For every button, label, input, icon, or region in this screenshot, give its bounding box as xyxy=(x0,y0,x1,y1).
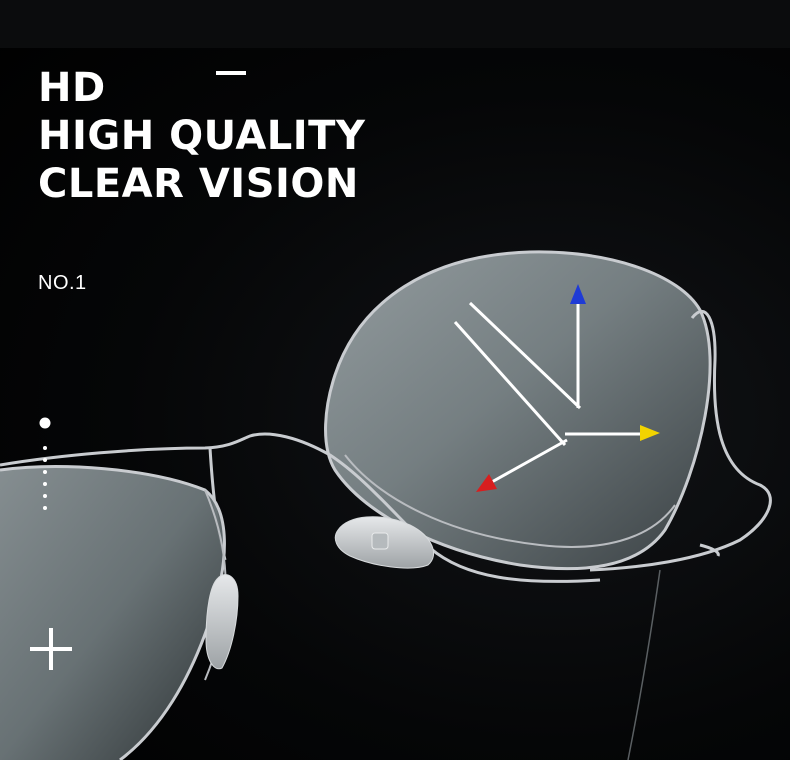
light-direction-arrows-icon xyxy=(453,284,660,492)
headline: HD HIGH QUALITY CLEAR VISION xyxy=(38,64,365,208)
right-frame-rim xyxy=(324,250,712,571)
bridge-wire xyxy=(0,432,601,583)
plus-icon xyxy=(30,628,72,670)
rank-label: NO.1 xyxy=(38,272,87,294)
top-band xyxy=(0,0,790,48)
dash-icon xyxy=(216,71,246,75)
right-temple xyxy=(589,310,772,572)
headline-line-2: HIGH QUALITY xyxy=(38,113,366,159)
temple-cord xyxy=(627,569,661,760)
headline-line-3: CLEAR VISION xyxy=(38,161,359,207)
right-lens xyxy=(325,251,711,569)
headline-line-1: HD xyxy=(38,65,106,111)
left-frame-rim xyxy=(0,465,226,760)
vertical-dots-icon xyxy=(39,417,51,510)
nose-pad-left xyxy=(205,574,239,670)
left-lens xyxy=(0,466,225,760)
